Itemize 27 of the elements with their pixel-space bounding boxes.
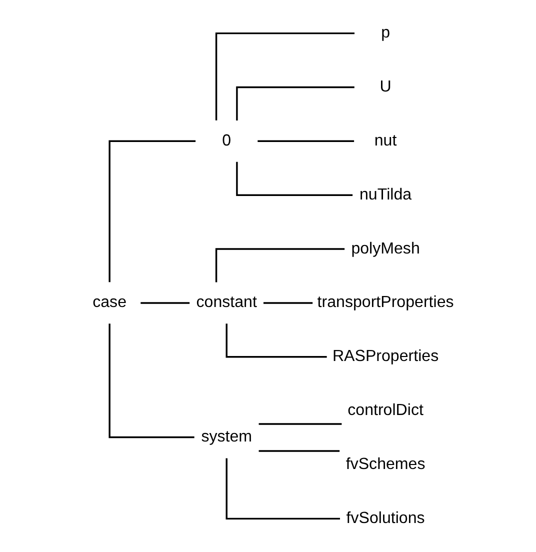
node-text: p: [380, 24, 390, 42]
connector: [108, 324, 194, 438]
node-text: system: [200, 427, 252, 446]
node-text: constant: [196, 293, 256, 312]
connector: [236, 86, 354, 120]
node-text: nuTilda: [359, 185, 412, 204]
connector: [214, 32, 354, 120]
connector: [225, 324, 326, 358]
node-text: fvSchemes: [345, 455, 425, 474]
node-text: nut: [374, 131, 396, 150]
connector: [225, 458, 340, 520]
node-text: U: [379, 77, 391, 96]
connector: [214, 248, 344, 282]
node-text: case: [92, 293, 126, 312]
node-text: transportProperties: [316, 293, 454, 312]
connector: [140, 302, 190, 304]
node-text: fvSolutions: [346, 508, 424, 527]
node-text: RASProperties: [332, 347, 438, 366]
connector: [258, 423, 342, 425]
connector: [262, 302, 312, 304]
node-text: controlDict: [347, 401, 423, 420]
node-text: polyMesh: [350, 239, 420, 258]
connector: [108, 140, 196, 282]
connector: [257, 140, 354, 142]
connector: [236, 162, 352, 196]
node-text: 0: [222, 131, 231, 150]
connector: [258, 450, 340, 452]
